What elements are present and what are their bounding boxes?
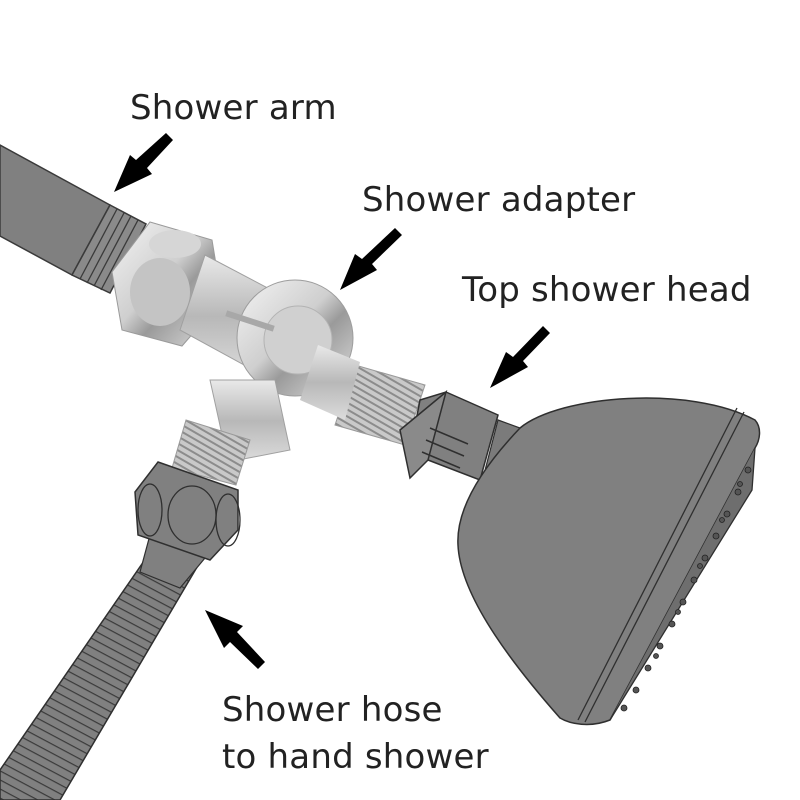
shower-arm-part	[0, 144, 148, 294]
arrow-shower-arm-icon	[114, 133, 173, 192]
label-shower-arm: Shower arm	[130, 88, 337, 128]
shower-adapter-part	[111, 221, 426, 486]
label-top-shower-head: Top shower head	[462, 270, 752, 310]
arrow-shower-adapter-icon	[340, 228, 402, 290]
arrow-top-shower-head-icon	[490, 326, 550, 388]
arrow-shower-hose-icon	[205, 610, 265, 669]
label-shower-hose-line1: Shower hose	[222, 690, 443, 730]
shower-hose-part	[0, 461, 241, 800]
label-shower-hose-line2: to hand shower	[222, 737, 489, 777]
label-shower-adapter: Shower adapter	[362, 180, 636, 220]
top-shower-head-part	[399, 389, 761, 726]
